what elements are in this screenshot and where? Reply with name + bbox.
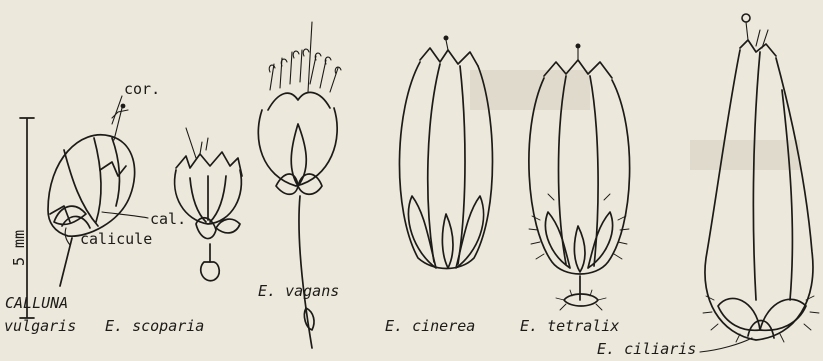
scale-bar — [20, 118, 34, 318]
stigma-dot — [121, 104, 126, 109]
stigma-dot — [444, 36, 449, 41]
species-label-vagans: E. vagans — [258, 284, 339, 299]
bleed-through-mark — [690, 140, 800, 170]
stigma-dot — [576, 44, 581, 49]
leader-line-ciliaris — [700, 338, 752, 352]
erica-ciliaris-flower — [703, 14, 819, 342]
erica-scoparia-flower — [175, 128, 242, 281]
species-label-cinerea: E. cinerea — [385, 319, 475, 334]
calyx-label: cal. — [150, 212, 186, 227]
stigma-knob — [742, 14, 750, 22]
calluna-vulgaris-flower — [48, 104, 135, 286]
scale-bar-label: 5 mm — [12, 230, 27, 266]
calicule-label: calicule — [80, 232, 152, 247]
leader-line-cal — [102, 212, 148, 218]
species-label-calluna-genus: CALLUNA — [5, 296, 68, 311]
species-label-scoparia: E. scoparia — [105, 319, 204, 334]
species-label-calluna-species: vulgaris — [4, 319, 76, 334]
leader-line-cor — [112, 96, 122, 124]
species-label-ciliaris: E. ciliaris — [597, 342, 696, 357]
corolla-label: cor. — [124, 82, 160, 97]
species-label-tetralix: E. tetralix — [520, 319, 619, 334]
